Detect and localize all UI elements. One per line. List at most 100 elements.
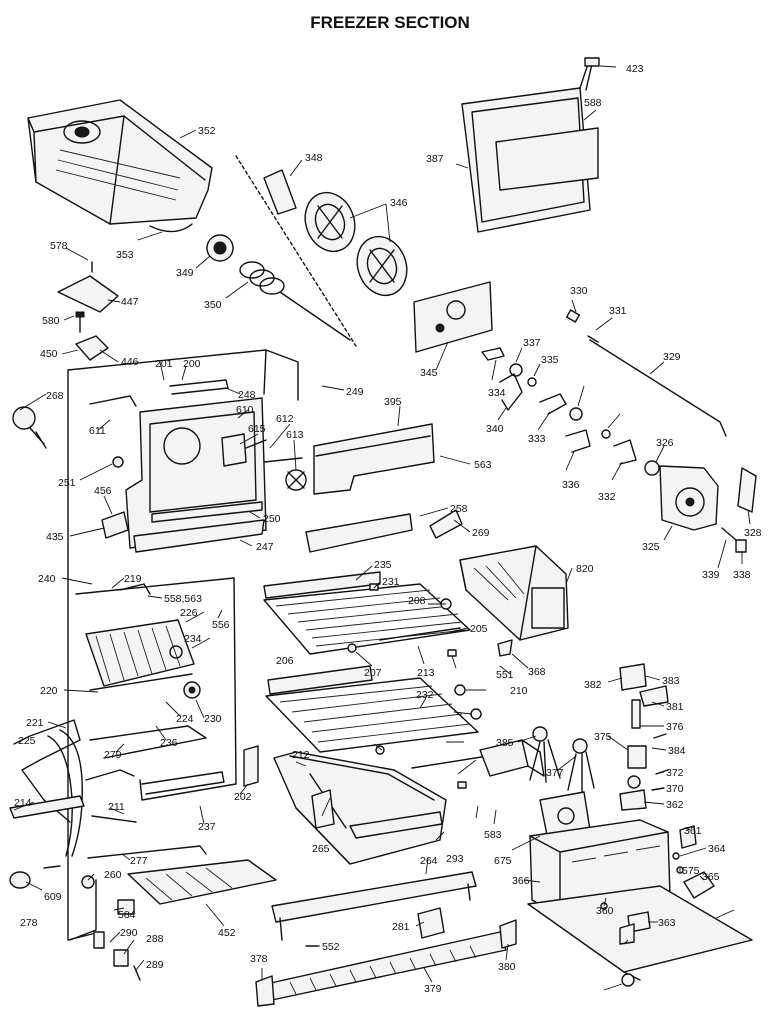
callout-label: 277 xyxy=(130,855,148,867)
callout-label: 558,563 xyxy=(164,593,202,605)
callout-label: 224 xyxy=(176,713,194,725)
callout-label: 584 xyxy=(118,909,136,921)
callout-label: 346 xyxy=(390,197,408,209)
callout-label: 329 xyxy=(663,351,681,363)
callout-label: 219 xyxy=(124,573,142,585)
callout-label: 610 xyxy=(236,404,254,416)
callout-label: 221 xyxy=(26,717,44,729)
callout-label: 208 xyxy=(408,595,426,607)
callout-label: 362 xyxy=(666,799,684,811)
callout-label: 326 xyxy=(656,437,674,449)
callout-label: 615 xyxy=(248,423,266,435)
callout-label: 340 xyxy=(486,423,504,435)
callout-label: 447 xyxy=(121,296,139,308)
solenoid-cover-parts xyxy=(479,739,591,841)
callout-label: 376 xyxy=(666,721,684,733)
callout-label: 378 xyxy=(250,953,268,965)
callout-label: 583 xyxy=(484,829,502,841)
callout-label: 201 xyxy=(155,358,173,370)
ice-bucket-part xyxy=(27,99,213,233)
callout-label: 225 xyxy=(18,735,36,747)
callout-label: 332 xyxy=(598,491,616,503)
callout-label: 366 xyxy=(512,875,530,887)
callout-label: 220 xyxy=(40,685,58,697)
callout-label: 446 xyxy=(121,356,139,368)
callout-label: 338 xyxy=(733,569,751,581)
callout-label: 383 xyxy=(662,675,680,687)
kick-grille-part xyxy=(255,919,517,1007)
callout-label: 236 xyxy=(160,737,178,749)
callout-label: 350 xyxy=(204,299,222,311)
callout-label: 588 xyxy=(584,97,602,109)
callout-label: 611 xyxy=(89,425,106,437)
callout-label: 609 xyxy=(44,891,62,903)
callout-label: 230 xyxy=(204,713,222,725)
lower-wire-shelf xyxy=(265,665,489,769)
callout-label: 368 xyxy=(528,666,546,678)
callout-label: 289 xyxy=(146,959,164,971)
callout-label: 382 xyxy=(584,679,602,691)
callout-label: 613 xyxy=(286,429,304,441)
evaporator-cover-frame xyxy=(89,379,267,553)
callout-label: 450 xyxy=(40,348,58,360)
callout-label: 251 xyxy=(58,477,76,489)
auger-motor-part xyxy=(644,460,757,553)
callout-label: 333 xyxy=(528,433,546,445)
callout-label: 345 xyxy=(420,367,438,379)
callout-label: 435 xyxy=(46,531,64,543)
callout-label: 200 xyxy=(183,358,201,370)
callout-label: 264 xyxy=(420,855,438,867)
callout-label: 387 xyxy=(426,153,444,165)
callout-label: 380 xyxy=(498,961,516,973)
callout-label: 207 xyxy=(364,667,382,679)
callout-label: 375 xyxy=(594,731,612,743)
shelf-clip-parts xyxy=(347,583,513,789)
callout-label: 325 xyxy=(642,541,660,553)
callout-label: 372 xyxy=(666,767,684,779)
back-panel-part xyxy=(75,577,259,801)
callout-label: 551 xyxy=(496,669,514,681)
callout-label: 202 xyxy=(234,791,252,803)
callout-labels: 423 588 387 352 348 346 353 349 350 578 … xyxy=(14,63,762,995)
callout-label: 250 xyxy=(263,513,281,525)
deflector-parts xyxy=(305,509,463,553)
callout-label: 210 xyxy=(510,685,528,697)
callout-label: 365 xyxy=(702,871,720,883)
callout-label: 336 xyxy=(562,479,580,491)
support-rail-part xyxy=(271,871,477,947)
callout-label: 335 xyxy=(541,354,559,366)
wire-harness-parts xyxy=(529,726,595,793)
callout-label: 580 xyxy=(42,315,60,327)
icemaker-part xyxy=(459,545,569,641)
drain-tube-part xyxy=(9,719,207,859)
callout-label: 278 xyxy=(20,917,38,929)
callout-label: 281 xyxy=(392,921,410,933)
light-housing-parts xyxy=(57,261,119,361)
callout-label: 360 xyxy=(596,905,614,917)
callout-label: 247 xyxy=(256,541,274,553)
callout-label: 363 xyxy=(658,917,676,929)
callout-label: 334 xyxy=(488,387,506,399)
callout-label: 206 xyxy=(276,655,294,667)
callout-label: 211 xyxy=(108,801,125,813)
callout-label: 234 xyxy=(184,633,202,645)
callout-label: 328 xyxy=(744,527,762,539)
callout-label: 231 xyxy=(382,576,400,588)
dispenser-door-part xyxy=(461,57,600,233)
callout-label: 288 xyxy=(146,933,164,945)
callout-leader-lines xyxy=(13,65,751,991)
callout-label: 337 xyxy=(523,337,541,349)
callout-label: 361 xyxy=(684,825,702,837)
callout-label: 331 xyxy=(609,305,627,317)
callout-label: 349 xyxy=(176,267,194,279)
callout-label: 370 xyxy=(666,783,684,795)
callout-label: 260 xyxy=(104,869,122,881)
callout-label: 235 xyxy=(374,559,392,571)
callout-label: 293 xyxy=(446,853,464,865)
callout-label: 820 xyxy=(576,563,594,575)
callout-label: 552 xyxy=(322,941,340,953)
callout-label: 205 xyxy=(470,623,488,635)
callout-label: 612 xyxy=(276,413,294,425)
callout-label: 330 xyxy=(570,285,588,297)
callout-label: 265 xyxy=(312,843,330,855)
